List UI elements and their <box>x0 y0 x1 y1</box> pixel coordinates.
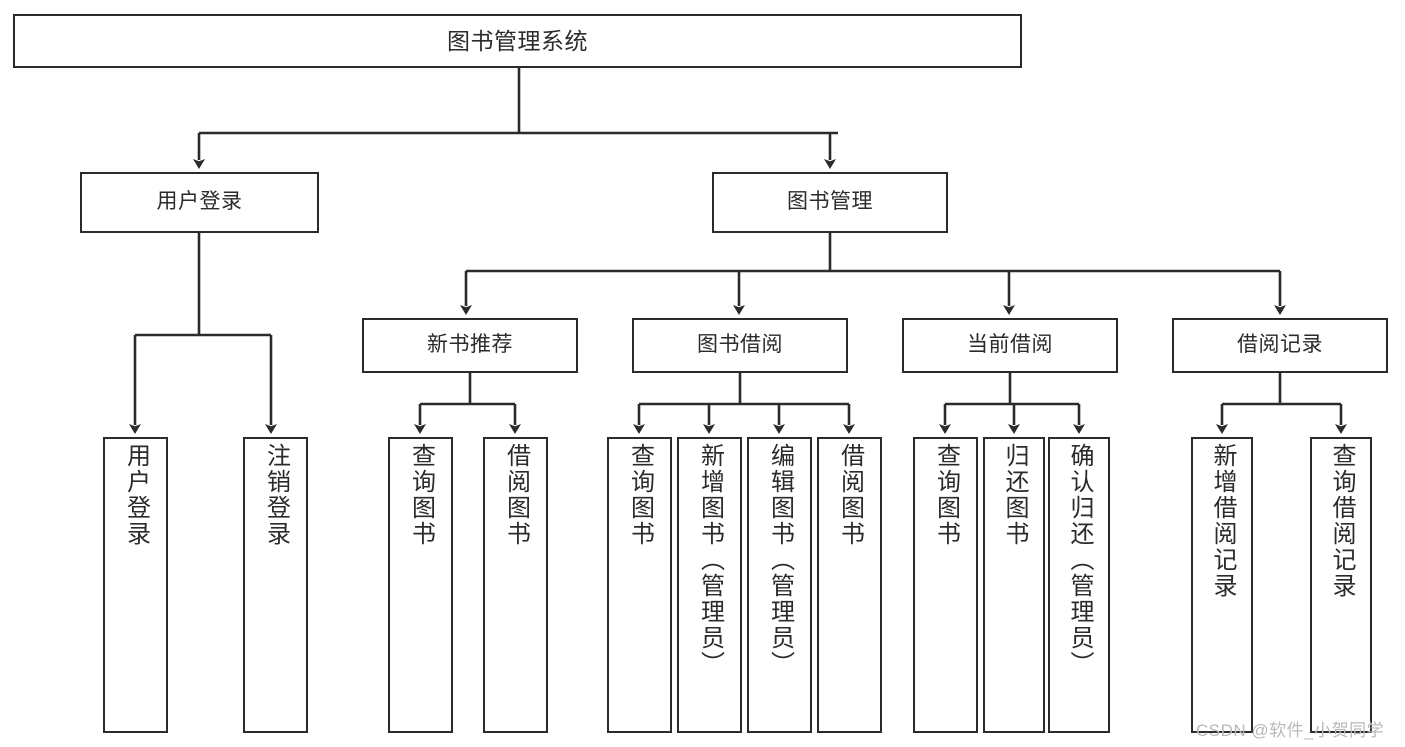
node-leaf-query-book-newbook[interactable]: 查询图书 <box>388 437 453 733</box>
node-level2-current-borrow-label: 当前借阅 <box>967 333 1053 357</box>
node-leaf-return-book-label: 归还图书 <box>1001 443 1028 547</box>
node-leaf-add-book-admin[interactable]: 新增图书（管理员） <box>677 437 742 733</box>
node-leaf-query-book-borrow[interactable]: 查询图书 <box>607 437 672 733</box>
node-level2-book-borrow[interactable]: 图书借阅 <box>632 318 848 373</box>
node-level2-new-book-recommend-label: 新书推荐 <box>427 333 513 357</box>
node-leaf-edit-book-admin-label: 编辑图书（管理员） <box>766 443 794 677</box>
node-leaf-add-borrow-record[interactable]: 新增借阅记录 <box>1191 437 1253 733</box>
node-leaf-return-book[interactable]: 归还图书 <box>983 437 1045 733</box>
node-leaf-borrow-book-newbook-label: 借阅图书 <box>502 443 530 547</box>
node-leaf-logout-login-label: 注销登录 <box>262 443 290 547</box>
node-level1-user-login[interactable]: 用户登录 <box>80 172 319 233</box>
node-leaf-query-book-newbook-label: 查询图书 <box>407 443 435 547</box>
node-leaf-user-login[interactable]: 用户登录 <box>103 437 168 733</box>
node-root-label: 图书管理系统 <box>447 27 588 54</box>
node-leaf-add-book-admin-label: 新增图书（管理员） <box>696 443 724 677</box>
node-leaf-query-borrow-record-label: 查询借阅记录 <box>1328 443 1355 599</box>
node-level2-book-borrow-label: 图书借阅 <box>697 333 783 357</box>
node-leaf-confirm-return-admin-label: 确认归还（管理员） <box>1066 443 1093 677</box>
node-leaf-query-book-borrow-label: 查询图书 <box>626 443 654 547</box>
node-level1-book-management-label: 图书管理 <box>787 190 873 214</box>
node-level1-user-login-label: 用户登录 <box>156 190 243 214</box>
node-leaf-borrow-book-label: 借阅图书 <box>836 443 864 547</box>
node-root-system[interactable]: 图书管理系统 <box>13 14 1022 68</box>
node-leaf-query-borrow-record[interactable]: 查询借阅记录 <box>1310 437 1372 733</box>
node-leaf-user-login-label: 用户登录 <box>122 443 150 547</box>
node-leaf-query-book-current-label: 查询图书 <box>932 443 960 547</box>
node-leaf-borrow-book-newbook[interactable]: 借阅图书 <box>483 437 548 733</box>
node-leaf-confirm-return-admin[interactable]: 确认归还（管理员） <box>1048 437 1110 733</box>
node-leaf-edit-book-admin[interactable]: 编辑图书（管理员） <box>747 437 812 733</box>
node-level2-borrow-record[interactable]: 借阅记录 <box>1172 318 1388 373</box>
node-level2-borrow-record-label: 借阅记录 <box>1237 333 1323 357</box>
node-leaf-query-book-current[interactable]: 查询图书 <box>913 437 978 733</box>
node-level2-current-borrow[interactable]: 当前借阅 <box>902 318 1118 373</box>
node-level2-new-book-recommend[interactable]: 新书推荐 <box>362 318 578 373</box>
node-leaf-add-borrow-record-label: 新增借阅记录 <box>1209 443 1236 599</box>
csdn-watermark: CSDN @软件_小贺同学 <box>1196 721 1385 740</box>
node-level1-book-management[interactable]: 图书管理 <box>712 172 948 233</box>
node-leaf-logout-login[interactable]: 注销登录 <box>243 437 308 733</box>
node-leaf-borrow-book[interactable]: 借阅图书 <box>817 437 882 733</box>
